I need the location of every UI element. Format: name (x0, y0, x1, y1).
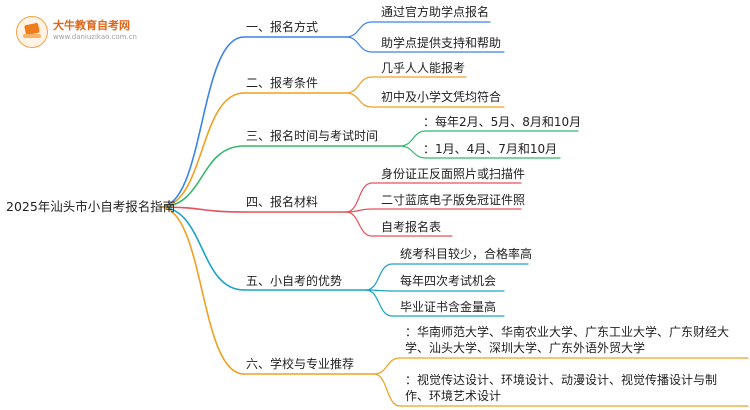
branch-4-item-1[interactable]: 身份证正反面照片或扫描件 (381, 167, 526, 181)
branch-2-item-1[interactable]: 几乎人人能报考 (381, 61, 466, 75)
branch-3-curve (159, 145, 245, 208)
branch-3-item-2[interactable]: ：1月、4月、7月和10月 (423, 142, 558, 156)
branch-3-item-1-connector (399, 130, 579, 147)
branch-1-item-1[interactable]: 通过官方助学点报名 (381, 5, 490, 19)
branch-2-item-2-connector (345, 92, 505, 108)
branch-4-item-2-connector (345, 208, 522, 213)
branch-3-label[interactable]: 三、报名时间与考试时间 (246, 129, 379, 143)
root-topic[interactable]: 2025年汕头市小自考报名指南 (6, 199, 176, 214)
branch-2-item-2[interactable]: 初中及小学文凭均符合 (381, 90, 502, 104)
brand-logo[interactable]: 大牛教育自考网 www.daniuzikao.com.cn (16, 14, 166, 50)
branch-4-curve (159, 206, 245, 213)
branch-1-curve (159, 36, 245, 208)
branch-5-item-3[interactable]: 毕业证书含金量高 (400, 300, 497, 314)
branch-5-label[interactable]: 五、小自考的优势 (246, 274, 343, 288)
graduation-cap-icon (16, 16, 48, 48)
branch-4-label[interactable]: 四、报名材料 (246, 195, 319, 209)
branch-6-label[interactable]: 六、学校与专业推荐 (246, 357, 355, 371)
branch-5-item-2-connector (365, 289, 505, 292)
branch-5-item-1[interactable]: 统考科目较少，合格率高 (400, 247, 533, 261)
brand-name: 大牛教育自考网 (53, 19, 130, 32)
branch-5-curve (159, 206, 245, 291)
branch-6-item-1-connector (373, 357, 749, 375)
brand-url: www.daniuzikao.com.cn (53, 33, 137, 41)
branch-6-item-2[interactable]: ：视觉传达设计、环境设计、动漫设计、视觉传播设计与制作、环境艺术设计 (405, 373, 718, 403)
branch-5-item-1-connector (365, 263, 529, 291)
branch-2-curve (159, 92, 245, 208)
branch-6-item-1[interactable]: ：华南师范大学、华南农业大学、广东工业大学、广东财经大学、汕头大学、深圳大学、广… (405, 325, 730, 355)
branch-1-item-1-connector (345, 21, 491, 38)
branch-4-item-2[interactable]: 二寸蓝底电子版免冠证件照 (381, 193, 526, 207)
branch-3-item-2-connector (399, 145, 561, 159)
branch-5-item-2[interactable]: 每年四次考试机会 (400, 274, 497, 288)
branch-4-item-3[interactable]: 自考报名表 (381, 220, 442, 234)
branch-2-label[interactable]: 二、报考条件 (246, 76, 319, 90)
branch-1-item-2-connector (345, 36, 505, 53)
branch-6-item-2-connector (373, 373, 749, 407)
branch-2-item-1-connector (345, 76, 467, 94)
branch-3-item-1[interactable]: ：每年2月、5月、8月和10月 (423, 115, 582, 129)
branch-6-curve (159, 206, 245, 375)
branch-4-item-1-connector (345, 182, 522, 213)
branch-4-item-3-connector (345, 211, 453, 237)
branch-5-item-3-connector (365, 289, 505, 317)
branch-1-item-2[interactable]: 助学点提供支持和帮助 (381, 36, 502, 50)
branch-1-label[interactable]: 一、报名方式 (246, 20, 319, 34)
